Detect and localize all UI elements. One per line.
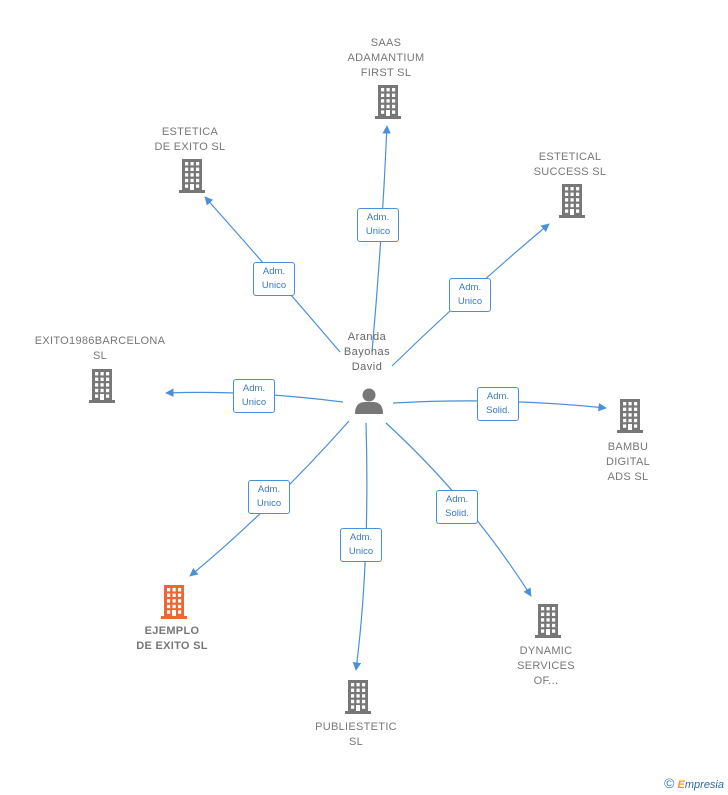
company-label-publiestetic[interactable]: PUBLIESTETIC SL <box>301 720 411 750</box>
company-label-estetical-success[interactable]: ESTETICAL SUCCESS SL <box>515 150 625 180</box>
company-label-estetica-exito[interactable]: ESTETICA DE EXITO SL <box>135 125 245 155</box>
company-label-line: SUCCESS SL <box>533 166 607 178</box>
company-label-dynamic[interactable]: DYNAMIC SERVICES OF... <box>501 644 591 689</box>
edge-label-line: Solid. <box>445 508 469 519</box>
copyright-footer: © Empresia <box>664 775 724 791</box>
center-name-line-1: Aranda <box>347 331 387 343</box>
building-icon[interactable] <box>559 184 585 218</box>
edge-label-line: Adm. <box>366 212 390 223</box>
edge-label-line: Solid. <box>486 405 510 416</box>
edge-label-line: Adm. <box>486 391 510 402</box>
building-icon[interactable] <box>375 85 401 119</box>
company-label-line: BAMBU <box>607 441 649 453</box>
company-label-line: ESTETICA <box>161 126 219 138</box>
edge-label-bambu[interactable]: Adm. Solid. <box>477 387 519 421</box>
building-icon[interactable] <box>161 585 187 619</box>
person-icon[interactable] <box>355 388 383 415</box>
center-name-line-2: Bayonas <box>343 346 391 358</box>
company-label-saas[interactable]: SAAS ADAMANTIUM FIRST SL <box>331 36 441 81</box>
company-label-line: SERVICES <box>517 660 575 672</box>
edge-label-line: Adm. <box>445 494 469 505</box>
brand-name: mpresia <box>684 779 724 791</box>
edge-label-exito1986[interactable]: Adm. Unico <box>233 379 275 413</box>
center-name-line-3: David <box>351 361 383 373</box>
company-label-line: SAAS <box>370 37 402 49</box>
building-icon[interactable] <box>345 680 371 714</box>
company-label-line: ADS SL <box>607 471 649 483</box>
company-label-line: EXITO1986BARCELONA <box>34 335 166 347</box>
edge-label-line: Adm. <box>349 532 373 543</box>
edge-label-line: Unico <box>256 498 282 509</box>
edge-label-line: Adm. <box>262 266 286 277</box>
company-label-line: DIGITAL <box>605 456 651 468</box>
company-label-line: DE EXITO SL <box>136 640 208 652</box>
company-label-line: ADAMANTIUM <box>347 52 425 64</box>
company-label-exito1986[interactable]: EXITO1986BARCELONA SL <box>30 334 170 364</box>
brand-initial: E <box>677 779 685 791</box>
company-label-line: OF... <box>533 675 559 687</box>
building-icon[interactable] <box>89 369 115 403</box>
edge-label-estetica-exito[interactable]: Adm. Unico <box>253 262 295 296</box>
edge-label-estetical-success[interactable]: Adm. Unico <box>449 278 491 312</box>
edge-label-dynamic[interactable]: Adm. Solid. <box>436 490 478 524</box>
edge-label-publiestetic[interactable]: Adm. Unico <box>340 528 382 562</box>
edge-label-line: Unico <box>457 296 483 307</box>
company-label-line: FIRST SL <box>360 67 412 79</box>
building-icon[interactable] <box>617 399 643 433</box>
edge-label-line: Unico <box>365 226 391 237</box>
company-label-line: SL <box>348 736 364 748</box>
edge-label-line: Adm. <box>458 282 482 293</box>
center-person-name[interactable]: Aranda Bayonas David <box>330 330 404 375</box>
edge-label-line: Adm. <box>242 383 266 394</box>
company-label-bambu[interactable]: BAMBU DIGITAL ADS SL <box>588 440 668 485</box>
edge-label-ejemplo[interactable]: Adm. Unico <box>248 480 290 514</box>
edge-label-line: Unico <box>348 546 374 557</box>
edge-label-line: Unico <box>241 397 267 408</box>
building-icon[interactable] <box>179 159 205 193</box>
company-label-line: PUBLIESTETIC <box>315 721 397 733</box>
nodes-layer <box>89 85 643 714</box>
company-label-line: EJEMPLO <box>144 625 200 637</box>
company-label-line: DE EXITO SL <box>154 141 226 153</box>
edge-label-saas[interactable]: Adm. Unico <box>357 208 399 242</box>
company-label-line: ESTETICAL <box>538 151 602 163</box>
company-label-line: DYNAMIC <box>519 645 573 657</box>
building-icon[interactable] <box>535 604 561 638</box>
edge-label-line: Unico <box>261 280 287 291</box>
company-label-line: SL <box>92 350 108 362</box>
company-label-ejemplo[interactable]: EJEMPLO DE EXITO SL <box>117 624 227 654</box>
copyright-symbol: © <box>664 775 675 791</box>
edge-label-line: Adm. <box>257 484 281 495</box>
